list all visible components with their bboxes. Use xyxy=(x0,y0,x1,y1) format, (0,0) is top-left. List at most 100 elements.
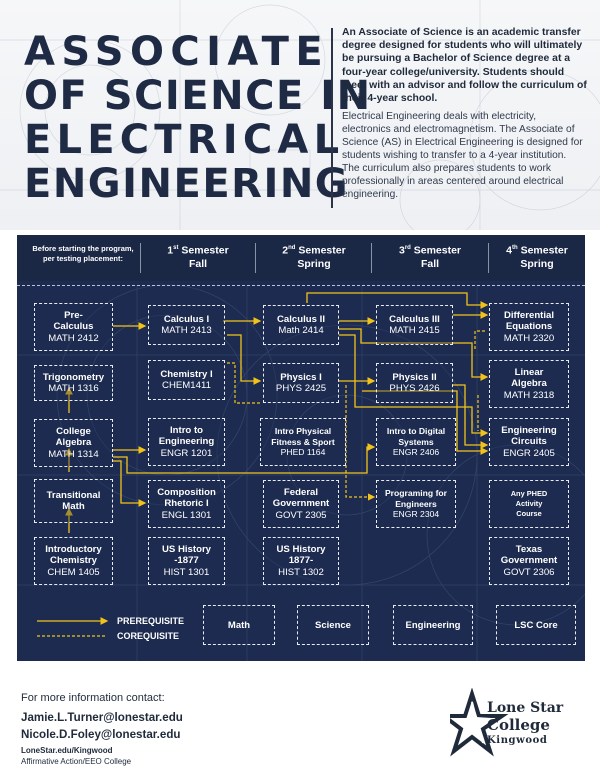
eeo-statement: Affirmative Action/EEO College xyxy=(21,757,132,766)
semester-divider xyxy=(371,243,372,273)
course-name: Differential Equations xyxy=(503,309,555,333)
course-name: Calculus III xyxy=(389,313,440,325)
semester-3-term: Fall xyxy=(420,257,440,270)
star-icon xyxy=(450,688,509,757)
semester-2-num: 2 xyxy=(282,244,289,257)
legend-prerequisite: PREREQUISITE xyxy=(117,616,185,626)
course-code: MATH 2413 xyxy=(161,325,212,336)
course-code: PHED 1164 xyxy=(280,447,326,458)
email-nicole-foley[interactable]: Nicole.D.Foley@lonestar.edu xyxy=(21,728,181,741)
logo-line-3: Kingwood xyxy=(487,735,548,746)
panel-background xyxy=(17,284,585,661)
semester-3-label: 3rd Semester Fall xyxy=(375,242,485,276)
course-name: US History -1877 xyxy=(161,543,212,567)
semester-2-label: 2nd Semester Spring xyxy=(260,242,368,276)
course-federal-government: Federal Government GOVT 2305 xyxy=(263,480,339,528)
title-line-3: ELECTRICAL xyxy=(24,117,345,163)
course-code: CHEM1411 xyxy=(162,380,211,391)
course-calculus-2: Calculus II Math 2414 xyxy=(263,305,339,345)
course-physics-1: Physics I PHYS 2425 xyxy=(263,363,339,403)
degree-plan-panel: Before starting the program, per testing… xyxy=(17,235,585,661)
title-line-4: ENGINEERING xyxy=(24,161,350,207)
course-name: Programing for Engineers xyxy=(384,488,448,509)
semester-4-sup: th xyxy=(511,245,518,251)
course-texas-government: Texas Government GOVT 2306 xyxy=(489,537,569,585)
course-name: Intro Physical Fitness & Sport xyxy=(271,426,335,447)
semester-4-term: Spring xyxy=(520,257,554,270)
semester-header: Before starting the program, per testing… xyxy=(17,235,585,281)
semester-2-term: Spring xyxy=(297,257,331,270)
course-linear-algebra: Linear Algebra MATH 2318 xyxy=(489,360,569,408)
title-line-1: ASSOCIATE xyxy=(24,29,330,75)
course-introductory-chemistry: Introductory Chemistry CHEM 1405 xyxy=(34,537,113,585)
course-name: Federal Government xyxy=(272,486,330,510)
course-name: Calculus II xyxy=(277,313,325,325)
course-composition-1: Composition Rhetoric I ENGL 1301 xyxy=(148,480,225,528)
course-intro-engineering: Intro to Engineering ENGR 1201 xyxy=(148,418,225,466)
header-divider xyxy=(331,28,333,208)
course-programming-engineers: Programing for Engineers ENGR 2304 xyxy=(376,480,456,528)
course-name: Linear Algebra xyxy=(511,366,547,390)
semester-divider xyxy=(140,243,141,273)
course-name: Intro to Digital Systems xyxy=(386,426,446,447)
course-code: ENGR 1201 xyxy=(160,447,213,459)
legend-engineering: Engineering xyxy=(393,605,473,645)
course-code: HIST 1302 xyxy=(278,566,324,578)
course-us-history-2: US History 1877- HIST 1302 xyxy=(263,537,339,585)
title-line-2: OF SCIENCE IN xyxy=(24,73,372,119)
before-program-label: Before starting the program, per testing… xyxy=(32,244,134,263)
header-dotted-rule xyxy=(17,285,585,286)
course-name: Physics I xyxy=(280,371,322,383)
course-code: PHYS 2426 xyxy=(389,383,440,394)
semester-4-word: Semester xyxy=(517,244,568,257)
email-jamie-turner[interactable]: Jamie.L.Turner@lonestar.edu xyxy=(21,711,183,724)
course-us-history-1: US History -1877 HIST 1301 xyxy=(148,537,225,585)
legend-corequisite: COREQUISITE xyxy=(117,631,180,641)
semester-3-sup: rd xyxy=(404,245,411,251)
course-code: ENGR 2304 xyxy=(392,509,440,520)
course-differential-equations: Differential Equations MATH 2320 xyxy=(489,303,569,351)
course-code: ENGR 2405 xyxy=(503,447,555,459)
course-physics-2: Physics II PHYS 2426 xyxy=(376,363,453,403)
course-name: Transitional Math xyxy=(46,489,101,513)
course-code: MATH 2320 xyxy=(503,332,555,344)
legend-science: Science xyxy=(297,605,369,645)
course-name: Chemistry I xyxy=(160,368,213,380)
course-name: Pre- Calculus xyxy=(53,309,94,333)
course-name: Calculus I xyxy=(163,313,210,325)
course-code: CHEM 1405 xyxy=(47,566,100,578)
intro-summary: An Associate of Science is an academic t… xyxy=(342,27,587,105)
course-name: Any PHED Activity Course xyxy=(510,489,548,518)
course-name: Engineering Circuits xyxy=(501,424,557,448)
course-precalculus: Pre- Calculus MATH 2412 xyxy=(34,303,113,351)
intro-description: Electrical Engineering deals with electr… xyxy=(342,111,583,200)
course-college-algebra: College Algebra MATH 1314 xyxy=(34,419,113,467)
course-name: Introductory Chemistry xyxy=(45,543,102,567)
course-name: Texas Government xyxy=(500,543,558,567)
course-code: MATH 2415 xyxy=(389,325,440,336)
semester-1-sup: st xyxy=(173,245,179,251)
page-title: ASSOCIATE OF SCIENCE IN ELECTRICAL ENGIN… xyxy=(24,29,372,207)
course-code: PHYS 2425 xyxy=(275,383,327,394)
course-trigonometry: Trigonometry MATH 1316 xyxy=(34,365,113,401)
semester-1-num: 1 xyxy=(167,244,174,257)
course-name: Intro to Engineering xyxy=(158,424,215,448)
semester-2-word: Semester xyxy=(295,244,346,257)
semester-divider xyxy=(255,243,256,273)
contact-heading: For more information contact: xyxy=(21,692,165,704)
website-link[interactable]: LoneStar.edu/Kingwood xyxy=(21,746,113,755)
semester-1-term: Fall xyxy=(188,257,208,270)
semester-2-sup: nd xyxy=(288,245,296,251)
course-name: Composition Rhetoric I xyxy=(157,486,216,510)
course-code: MATH 2412 xyxy=(48,332,99,344)
course-code: ENGL 1301 xyxy=(161,509,212,521)
course-engineering-circuits: Engineering Circuits ENGR 2405 xyxy=(489,418,569,466)
semester-divider xyxy=(488,243,489,273)
course-calculus-3: Calculus III MATH 2415 xyxy=(376,305,453,345)
course-name: US History 1877- xyxy=(276,543,326,567)
course-chemistry-1: Chemistry I CHEM1411 xyxy=(148,360,225,400)
semester-3-word: Semester xyxy=(410,244,462,257)
course-name: College Algebra xyxy=(55,425,92,449)
header: ASSOCIATE OF SCIENCE IN ELECTRICAL ENGIN… xyxy=(0,0,600,230)
legend-math: Math xyxy=(203,605,275,645)
